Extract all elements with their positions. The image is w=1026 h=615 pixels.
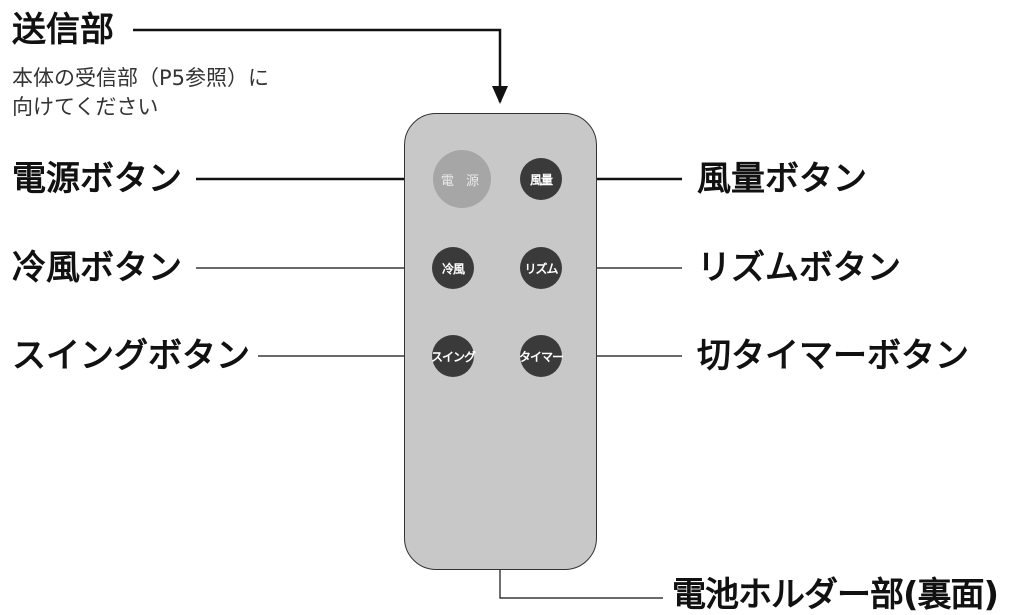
cool-breeze-button[interactable]: 冷風 (432, 247, 474, 289)
battery-holder-label: 電池ホルダー部(裏面) (672, 575, 999, 615)
power-button-label: 電源ボタン (12, 159, 182, 199)
swing-button[interactable]: スイング (431, 335, 476, 377)
transmitter-note-line-1: 本体の受信部（P5参照）に (12, 66, 270, 90)
timer-button[interactable]: タイマー (519, 335, 564, 377)
swing-button-label: スイングボタン (12, 336, 250, 376)
transmitter-label: 送信部 (12, 10, 114, 50)
fan-speed-button-label: 風量ボタン (697, 159, 867, 199)
transmitter-arrowhead-icon (492, 86, 508, 104)
transmitter-leader-arrow (133, 28, 502, 102)
cool-breeze-button-label: 冷風ボタン (12, 248, 182, 288)
remote-control-body: 電 源 風量 冷風 リズム スイング タイマー (404, 113, 597, 570)
transmitter-note-line-2: 向けてください (12, 95, 159, 119)
battery-holder-leader-arrow (499, 560, 663, 599)
rhythm-button-label: リズムボタン (697, 248, 901, 288)
rhythm-button[interactable]: リズム (520, 247, 562, 289)
power-button[interactable]: 電 源 (433, 150, 491, 208)
timer-button-label: 切タイマーボタン (697, 336, 969, 376)
fan-speed-button[interactable]: 風量 (520, 158, 562, 200)
